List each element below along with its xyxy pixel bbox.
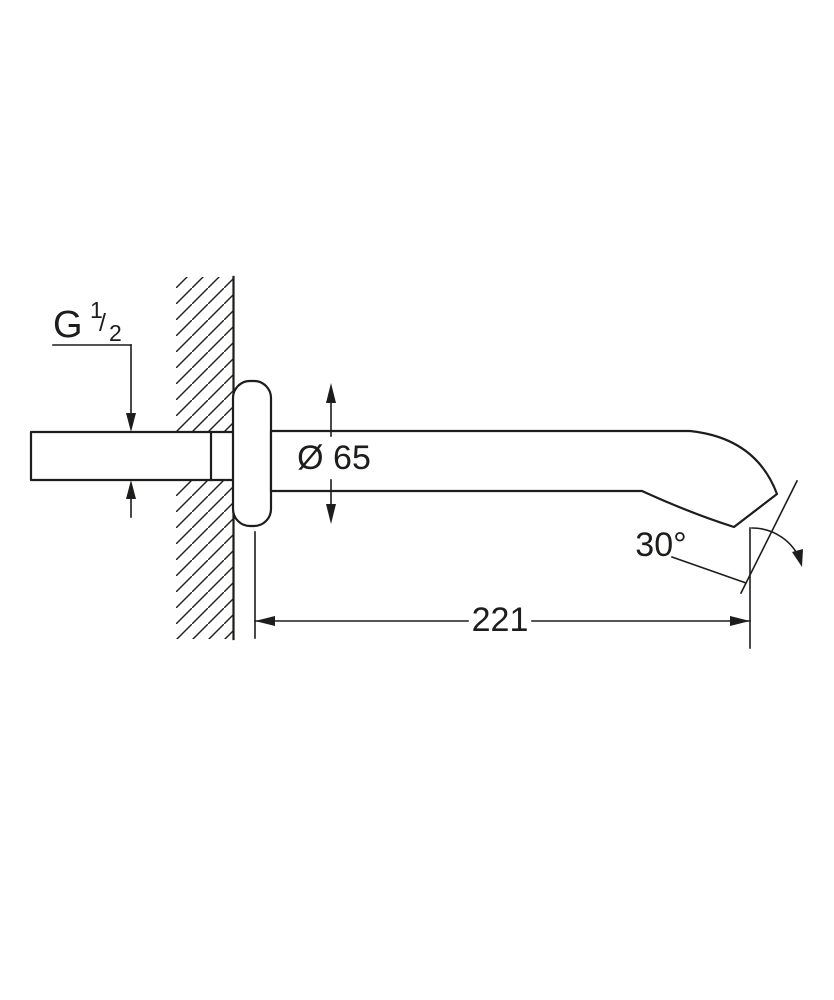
- thread-dim-arrow-up: [126, 480, 136, 499]
- length-label: 221: [472, 601, 529, 639]
- diameter-label: Ø 65: [297, 439, 371, 477]
- diameter-dimension: Ø 65: [292, 383, 376, 524]
- wall-flange: [231, 379, 273, 528]
- thread-size-dimension: G 1 / 2: [52, 297, 136, 518]
- angle-leader-line: [670, 555, 748, 585]
- thread-size-numerator: 1: [90, 297, 103, 323]
- spout-body: [269, 429, 779, 529]
- angle-label: 30°: [635, 526, 686, 564]
- diameter-arrow-down: [326, 504, 336, 524]
- length-arrow-right: [730, 616, 750, 626]
- angle-arc-arrowhead: [792, 549, 803, 567]
- thread-size-slash: /: [99, 309, 106, 337]
- length-arrow-left: [255, 616, 275, 626]
- thread-size-denominator: 2: [109, 320, 122, 346]
- inlet-pipe: [29, 430, 233, 482]
- inlet-pipe-body: [29, 430, 233, 482]
- diameter-label-mask: [292, 438, 376, 478]
- diameter-arrow-up: [326, 383, 336, 403]
- length-dimension: 221: [254, 527, 751, 649]
- thread-size-g: G: [53, 304, 83, 346]
- thread-dim-arrow-down: [126, 413, 136, 432]
